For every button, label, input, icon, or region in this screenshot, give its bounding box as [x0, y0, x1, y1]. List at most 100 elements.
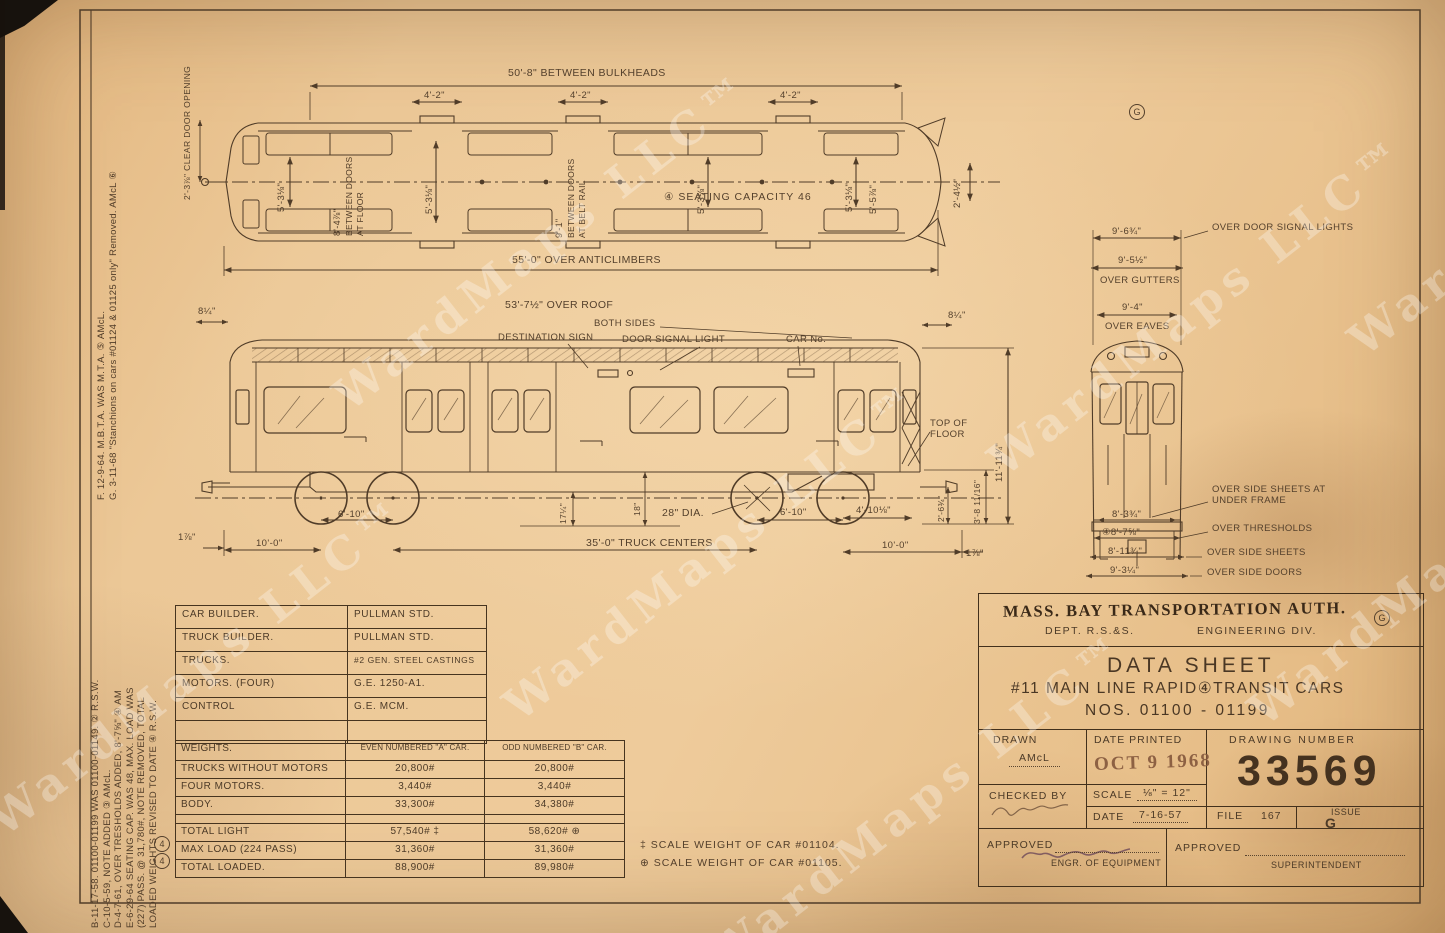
over-thresholds-label: OVER THRESHOLDS [1212, 523, 1313, 534]
date-printed-stamp: OCT 9 1968 [1093, 749, 1213, 776]
dim-door-width: 4'-2" [780, 90, 801, 101]
sheet-numbers: NOS. 01100 - 01199 [1085, 702, 1270, 719]
dim-over-roof: 53'-7½" OVER ROOF [505, 299, 614, 311]
date-printed-label: DATE PRINTED [1094, 734, 1183, 746]
dim-wheelbase: 6'-10" [780, 507, 807, 518]
margin-revision-notes-fg: F. 12-9-64. M.B.T.A. WAS M.T.A. ⑤ AMcL. … [96, 15, 119, 500]
dim-door-width: 4'-2" [570, 90, 591, 101]
title-block: MASS. BAY TRANSPORTATION AUTH. DEPT. R.S… [978, 593, 1424, 887]
approved-right-label: APPROVED [1175, 842, 1242, 854]
revision-note: (227) PASS. @ 31,780#, NOTE REMOVED, TOT… [136, 696, 147, 928]
dim-between-doors-belt: 9'-1" BETWEEN DOORS AT BELT RAIL [554, 158, 587, 238]
sheet-subtitle: #11 MAIN LINE RAPID④TRANSIT CARS [1011, 680, 1345, 697]
table-row: CAR BUILDER.PULLMAN STD. [176, 606, 486, 629]
scale-value: ⅛" = 12" [1137, 787, 1197, 801]
dim-seat-width: 5'-3⅛" [844, 182, 855, 212]
dim-over-anticlimbers: 55'-0" OVER ANTICLIMBERS [512, 254, 661, 266]
table-header-row: WEIGHTS. EVEN NUMBERED "A" CAR. ODD NUMB… [176, 741, 624, 761]
dim-1-78: 1⅞" [966, 548, 984, 559]
revision-mark-top: G [1129, 104, 1145, 120]
file-value: 167 [1261, 810, 1282, 822]
drawing-number-value: 33569 [1237, 747, 1382, 795]
dim-10-0: 10'-0" [882, 540, 909, 551]
seating-capacity-label: ④ SEATING CAPACITY 46 [664, 191, 812, 203]
revision-note: B-11-17-58. 01100-01199 WAS 01100-01149.… [90, 679, 101, 928]
table-row-empty [176, 815, 624, 824]
over-eaves-label: OVER EAVES [1105, 321, 1170, 332]
dim-end-width: 2'-4½" [952, 178, 963, 208]
over-gutters-label: OVER GUTTERS [1100, 275, 1180, 286]
dim-seat-width: 5'-3⅛" [276, 182, 287, 212]
table-row: TOTAL LOADED.88,900#89,980# [176, 860, 624, 877]
dim-clear-door-opening: 2'-3⅞" CLEAR DOOR OPENING [182, 65, 192, 200]
both-sides-label: BOTH SIDES [594, 318, 656, 329]
drawn-value: AMcL [1009, 752, 1060, 767]
over-door-signal-lights-label: OVER DOOR SIGNAL LIGHTS [1212, 222, 1354, 233]
scale-label: SCALE [1093, 789, 1133, 801]
date-label: DATE [1093, 811, 1125, 823]
dim-wheel-dia: 28" DIA. [662, 507, 704, 519]
dim-seat-width: 5'-3⅛" [696, 184, 707, 214]
dim-door-width: 4'-2" [424, 90, 445, 101]
dim-seat-end: 5'-5⅞" [868, 184, 879, 214]
dim-1-78: 1⅞" [178, 532, 196, 543]
dim-18: 18" [632, 502, 642, 516]
dim-over-gutters: 9'-5½" [1118, 255, 1148, 266]
dim-between-bulkheads: 50'-8" BETWEEN BULKHEADS [508, 67, 666, 79]
issue-value: G [1325, 815, 1337, 831]
revision-note: D-4-7-61, OVER TRESHOLDS ADDED, 8'-7⅝" ④… [113, 689, 124, 928]
scan-black-edge-left [0, 0, 5, 210]
dim-overall-height: 11'-11¾" [994, 442, 1005, 482]
approved-left-role: ENGR. OF EQUIPMENT [1051, 858, 1162, 868]
approved-right-line [1245, 841, 1405, 856]
dim-seat-width: 5'-3⅛" [424, 184, 435, 214]
dim-over-door-signal-lights: 9'-6¾" [1112, 226, 1142, 237]
dim-over-side-sheets: 8'-11¾" [1108, 546, 1143, 557]
date-value: 7-16-57 [1133, 809, 1189, 823]
scale-weight-note: ‡ SCALE WEIGHT OF CAR #01104. [640, 839, 840, 851]
revision-note: F. 12-9-64. M.B.T.A. WAS M.T.A. ⑤ AMcL. [96, 310, 107, 500]
destination-sign-label: DESTINATION SIGN [498, 332, 594, 343]
equipment-info-table: CAR BUILDER.PULLMAN STD. TRUCK BUILDER.P… [175, 605, 487, 744]
row-revision-mark: 4 [154, 836, 170, 852]
revision-note: E-6-29-64 SEATING CAP. WAS 48, MAX. LOAD… [124, 687, 136, 928]
dept-label: DEPT. R.S.&S. [1045, 625, 1135, 637]
table-row: FOUR MOTORS.3,440#3,440# [176, 779, 624, 797]
corner-issue-mark: G [1374, 608, 1390, 626]
car-no-label: CAR No. [786, 334, 827, 345]
row-revision-mark: 4 [154, 853, 170, 869]
over-side-doors-label: OVER SIDE DOORS [1207, 567, 1303, 578]
table-row-empty [176, 721, 486, 743]
approved-left-line [1055, 838, 1159, 853]
revision-note: C-10-5-59, NOTE ADDED ③ AMcL. [101, 769, 113, 928]
sheet-title: DATA SHEET [1107, 654, 1275, 677]
over-side-sheets-label: OVER SIDE SHEETS [1207, 547, 1306, 558]
drawing-number-label: DRAWING NUMBER [1229, 734, 1356, 746]
issue-label: ISSUE [1331, 807, 1362, 817]
dim-between-doors-floor: 8'-4⅞" BETWEEN DOORS AT FLOOR [332, 156, 365, 236]
org-stamp: MASS. BAY TRANSPORTATION AUTH. [1002, 598, 1347, 621]
dim-17: 17¼" [558, 502, 568, 524]
table-row: TRUCK BUILDER.PULLMAN STD. [176, 629, 486, 652]
dim-over-side-sheets-uf: 8'-3¾" [1112, 509, 1142, 520]
margin-revision-notes-be: B-11-17-58. 01100-01199 WAS 01100-01149.… [90, 503, 159, 928]
dim-wheelbase: 6'-10" [338, 509, 365, 520]
table-row: MAX LOAD (224 PASS)31,360#31,360# [176, 842, 624, 860]
dim-coupler-height: 2'-6¾" [936, 495, 946, 522]
dim-over-side-doors: 9'-3¼" [1110, 565, 1140, 576]
approved-left-label: APPROVED [987, 839, 1054, 851]
division-label: ENGINEERING DIV. [1197, 625, 1317, 637]
weights-table: WEIGHTS. EVEN NUMBERED "A" CAR. ODD NUMB… [175, 740, 625, 878]
table-row: BODY.33,300#34,380# [176, 797, 624, 815]
file-label: FILE [1217, 810, 1244, 822]
drawn-label: DRAWN [993, 734, 1038, 746]
dim-4-10: 4'-10⅛" [856, 505, 891, 516]
dim-truck-centers: 35'-0" TRUCK CENTERS [586, 537, 713, 549]
dim-over-eaves: 9'-4" [1122, 302, 1143, 313]
